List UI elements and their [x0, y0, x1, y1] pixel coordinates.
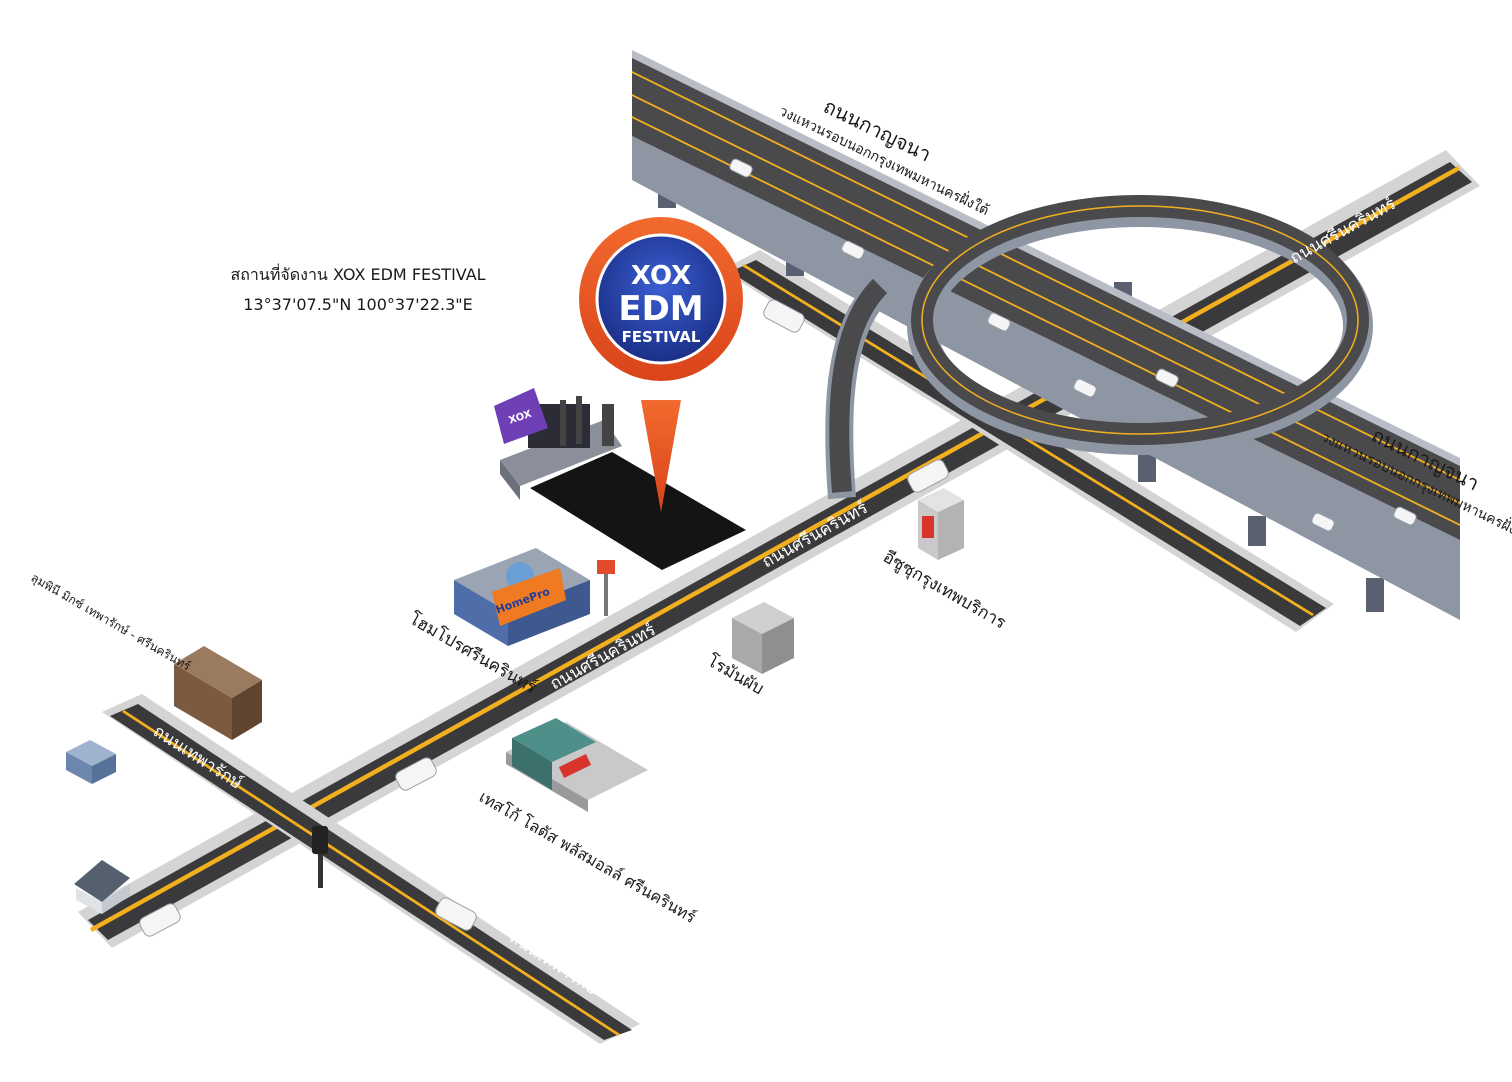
landmark-label-isuzu: อีซูซุกรุงเทพบริการ: [880, 547, 1010, 633]
cars: [139, 158, 1417, 937]
car: [139, 903, 181, 937]
car: [1393, 506, 1417, 526]
event-venue: XOX XOX EDM FESTIVAL: [494, 217, 746, 570]
car: [763, 299, 805, 333]
logo-line3: FESTIVAL: [622, 328, 701, 346]
homepro-building-icon: HomePro: [454, 548, 615, 646]
car: [841, 240, 865, 260]
isuzu-building-icon: [918, 488, 964, 560]
kanchana-ground-road: [722, 250, 1334, 632]
stage-icon: XOX: [494, 388, 622, 500]
car: [395, 757, 437, 791]
landmark-label-lumpini: ลุมพินี มิกซ์ เทพารักษ์ - ศรีนครินทร์: [28, 570, 193, 674]
tesco-lotus-building-icon: [506, 718, 648, 812]
venue-map-pin-icon[interactable]: XOX EDM FESTIVAL: [579, 217, 743, 512]
venue-title: สถานที่จัดงาน XOX EDM FESTIVAL: [230, 265, 486, 284]
lumpini-condo-building-icon: [174, 646, 262, 740]
logo-line1: XOX: [631, 261, 691, 291]
car: [1155, 368, 1179, 388]
car: [435, 897, 477, 931]
traffic-light: [312, 826, 328, 888]
venue-ground: [530, 452, 746, 570]
thepharak-road: [102, 694, 640, 1044]
car: [729, 158, 753, 178]
car: [987, 312, 1011, 332]
romanpub-building-icon: [732, 602, 794, 674]
logo-line2: EDM: [618, 289, 703, 329]
interchange-loop-ramp: [825, 195, 1373, 500]
venue-coordinates: 13°37'07.5"N 100°37'22.3"E: [243, 295, 473, 314]
car: [907, 459, 949, 493]
xox-edm-festival-logo: XOX EDM FESTIVAL: [618, 261, 703, 346]
car: [1311, 512, 1335, 532]
house-icon: [66, 740, 116, 784]
venue-info: สถานที่จัดงาน XOX EDM FESTIVAL 13°37'07.…: [228, 260, 488, 320]
house-icon: [74, 860, 130, 914]
car: [1073, 378, 1097, 398]
